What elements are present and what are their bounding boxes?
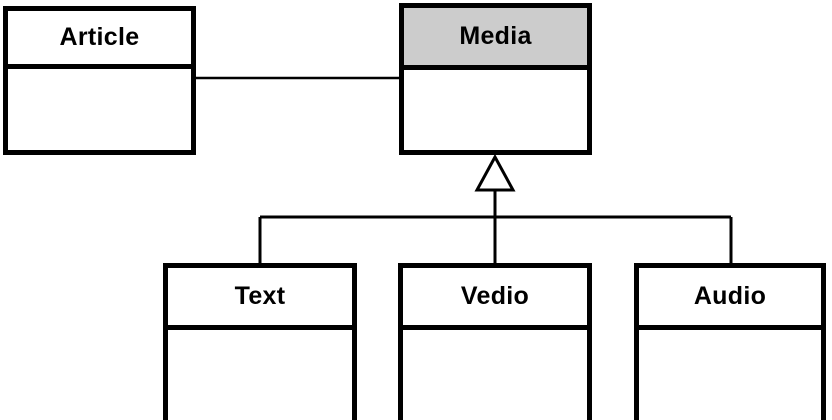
uml-class-name-media: Media	[459, 22, 532, 50]
uml-class-title-compartment: Article	[8, 11, 191, 69]
uml-class-name-audio: Audio	[693, 282, 767, 310]
uml-class-media[interactable]: Media	[399, 3, 592, 155]
uml-class-title-compartment: Text	[168, 268, 352, 330]
uml-class-attributes-compartment	[8, 69, 191, 150]
uml-class-title-compartment: Vedio	[403, 268, 587, 330]
uml-class-audio[interactable]: Audio	[634, 263, 826, 420]
uml-class-title-compartment: Media	[404, 8, 587, 70]
uml-class-name-text: Text	[234, 282, 286, 310]
uml-class-attributes-compartment	[404, 70, 587, 150]
uml-class-attributes-compartment	[639, 330, 821, 420]
uml-class-text[interactable]: Text	[163, 263, 357, 420]
generalization-arrowhead-icon	[474, 153, 516, 192]
uml-class-attributes-compartment	[168, 330, 352, 420]
uml-class-title-compartment: Audio	[639, 268, 821, 330]
uml-class-article[interactable]: Article	[3, 6, 196, 155]
uml-class-name-vedio: Vedio	[460, 282, 530, 310]
uml-class-attributes-compartment	[403, 330, 587, 420]
uml-class-vedio[interactable]: Vedio	[398, 263, 592, 420]
uml-class-name-article: Article	[59, 23, 140, 51]
